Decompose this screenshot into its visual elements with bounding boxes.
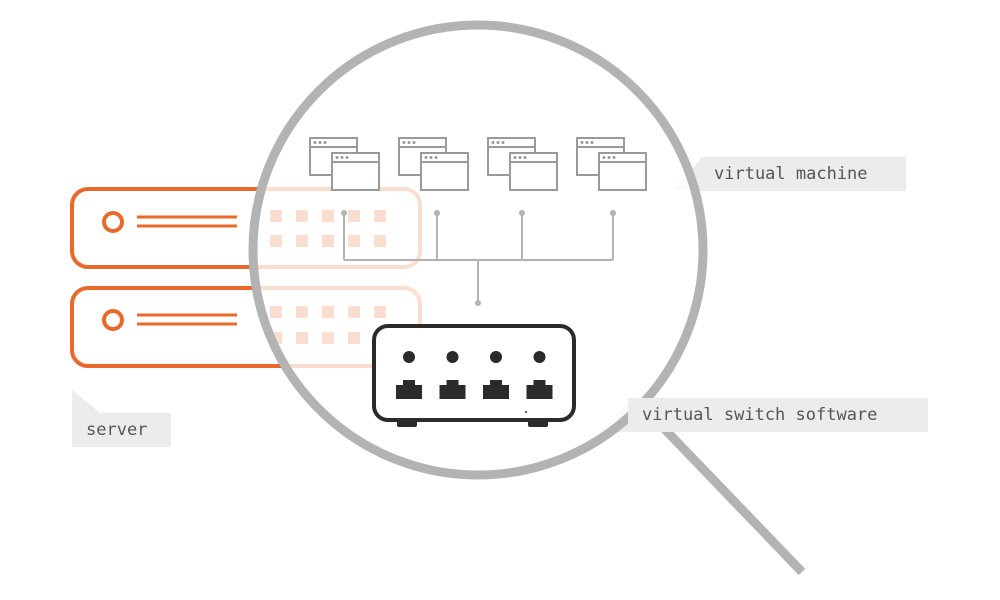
virtual-machine-icon xyxy=(487,137,558,191)
wire-joints xyxy=(341,210,616,306)
wire-joint xyxy=(519,210,525,216)
magnifier-rim xyxy=(248,20,708,480)
switch-led xyxy=(490,351,502,363)
switch-led xyxy=(403,351,415,363)
vm-window-dot xyxy=(407,141,411,144)
switch-led xyxy=(533,351,546,363)
vm-window-dot xyxy=(612,156,616,159)
virtual-machine-icon xyxy=(576,137,647,191)
vm-window-dot xyxy=(412,141,416,144)
vm-window-dot xyxy=(607,156,611,159)
ethernet-port-icon xyxy=(396,380,422,399)
vm-window-dot xyxy=(335,156,339,159)
switch-body xyxy=(372,324,576,422)
server-power-led-icon xyxy=(102,211,124,233)
vm-window-dot xyxy=(318,141,322,144)
vm-window-dot xyxy=(602,156,606,159)
vm-window-dot xyxy=(434,156,438,159)
vm-window-dot xyxy=(585,141,589,144)
wire-joint xyxy=(610,210,616,216)
vm-window xyxy=(331,152,380,191)
switch-indicator xyxy=(525,411,527,413)
vm-window-dot xyxy=(580,141,584,144)
virtual-machine-icon xyxy=(398,137,469,191)
vm-window xyxy=(509,152,558,191)
magnifier-icon xyxy=(248,20,806,576)
vm-window-dot xyxy=(590,141,594,144)
vm-window-dot xyxy=(340,156,344,159)
vm-window xyxy=(420,152,469,191)
vm-window-dot xyxy=(323,141,327,144)
virtual-switch-label: virtual switch software xyxy=(628,398,928,432)
server-power-led-icon xyxy=(102,309,124,331)
vm-window-dot xyxy=(491,141,495,144)
vm-window-dot xyxy=(429,156,433,159)
switch-led xyxy=(446,351,459,363)
vm-window-dot xyxy=(513,156,517,159)
vm-window-dot xyxy=(501,141,505,144)
ethernet-port-icon xyxy=(526,380,553,399)
ethernet-port-icon xyxy=(483,380,509,399)
wire-joint xyxy=(475,300,481,306)
wire-joint xyxy=(434,210,440,216)
vm-window-dot xyxy=(313,141,317,144)
switch-ports xyxy=(396,351,553,399)
vm-window-dot xyxy=(345,156,349,159)
virtual-machine-icon xyxy=(309,137,380,191)
virtual-machines xyxy=(309,137,647,191)
wire-joint xyxy=(341,210,347,216)
vm-window xyxy=(598,152,647,191)
virtual-machine-label: virtual machine xyxy=(700,157,906,191)
virtual-switch-icon xyxy=(372,324,576,427)
vm-window-dot xyxy=(424,156,428,159)
server-tag-pointer xyxy=(72,390,100,413)
ethernet-port-icon xyxy=(439,380,466,399)
magnifier-handle xyxy=(650,414,806,576)
server-label: server xyxy=(72,413,171,447)
vm-window-dot xyxy=(496,141,500,144)
vm-window-dot xyxy=(523,156,527,159)
vm-window-dot xyxy=(518,156,522,159)
network-wires xyxy=(343,213,614,303)
vm-window-dot xyxy=(402,141,406,144)
